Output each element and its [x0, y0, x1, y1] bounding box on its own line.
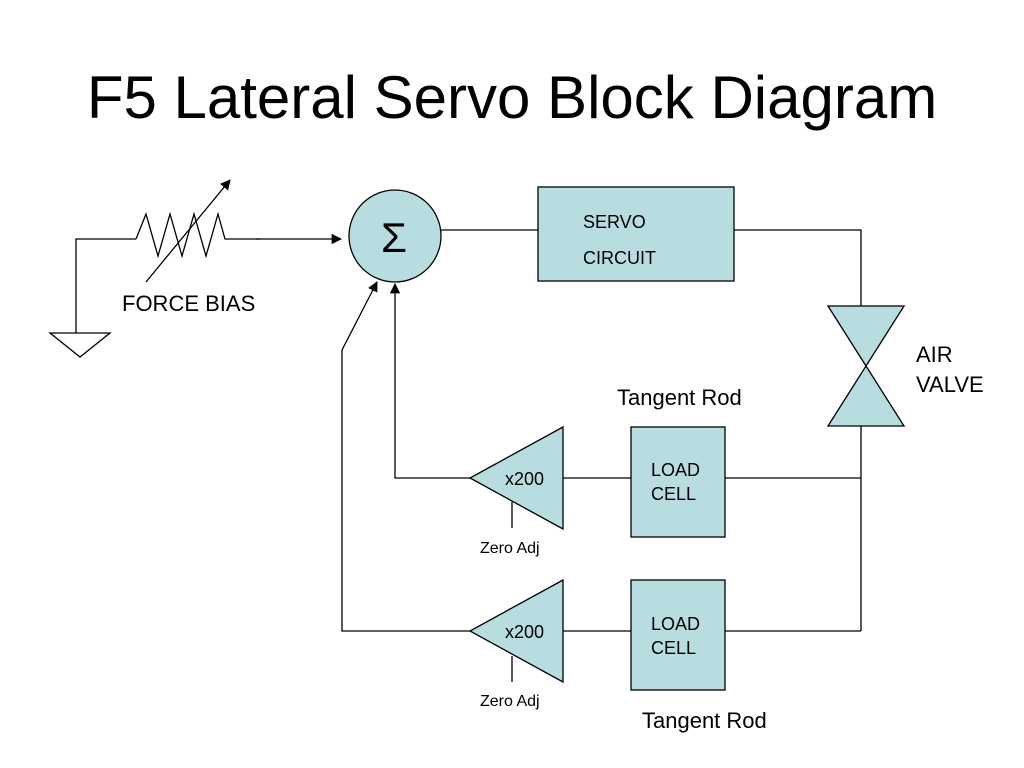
servo-to-valve-line: [734, 229, 862, 306]
top-feedback-arrow: [389, 282, 470, 479]
air-valve-symbol: [826, 305, 906, 427]
bottom-load-cell-line1: LOAD: [651, 614, 700, 634]
bottom-amplifier: x200: [468, 578, 564, 684]
force-bias-potentiometer: [135, 179, 260, 283]
summing-junction: Σ: [348, 189, 442, 283]
top-amplifier-gain: x200: [505, 469, 544, 489]
air-valve-label-line1: AIR: [916, 342, 953, 367]
bottom-amplifier-gain: x200: [505, 622, 544, 642]
bottom-load-cell-line2: CELL: [651, 638, 696, 658]
force-bias-label: FORCE BIAS: [122, 291, 255, 316]
tangent-rod-top-label: Tangent Rod: [617, 385, 742, 410]
ground-symbol: [48, 238, 136, 358]
servo-circuit-block: SERVO CIRCUIT: [537, 186, 735, 282]
top-zero-adj-label: Zero Adj: [480, 540, 540, 557]
sigma-symbol: Σ: [381, 214, 407, 261]
top-load-cell-line2: CELL: [651, 484, 696, 504]
bottom-feedback-arrow: [341, 281, 470, 632]
page-title: F5 Lateral Servo Block Diagram: [86, 64, 938, 131]
air-valve-label-line2: VALVE: [916, 372, 984, 397]
bottom-zero-adj-label: Zero Adj: [480, 693, 540, 710]
bottom-load-cell-block: LOAD CELL: [630, 579, 726, 691]
tangent-rod-bottom-label: Tangent Rod: [642, 708, 767, 733]
top-load-cell-line1: LOAD: [651, 460, 700, 480]
top-load-cell-block: LOAD CELL: [630, 426, 726, 538]
top-amplifier: x200: [468, 425, 564, 531]
servo-label-line2: CIRCUIT: [583, 248, 656, 268]
servo-label-line1: SERVO: [583, 212, 646, 232]
